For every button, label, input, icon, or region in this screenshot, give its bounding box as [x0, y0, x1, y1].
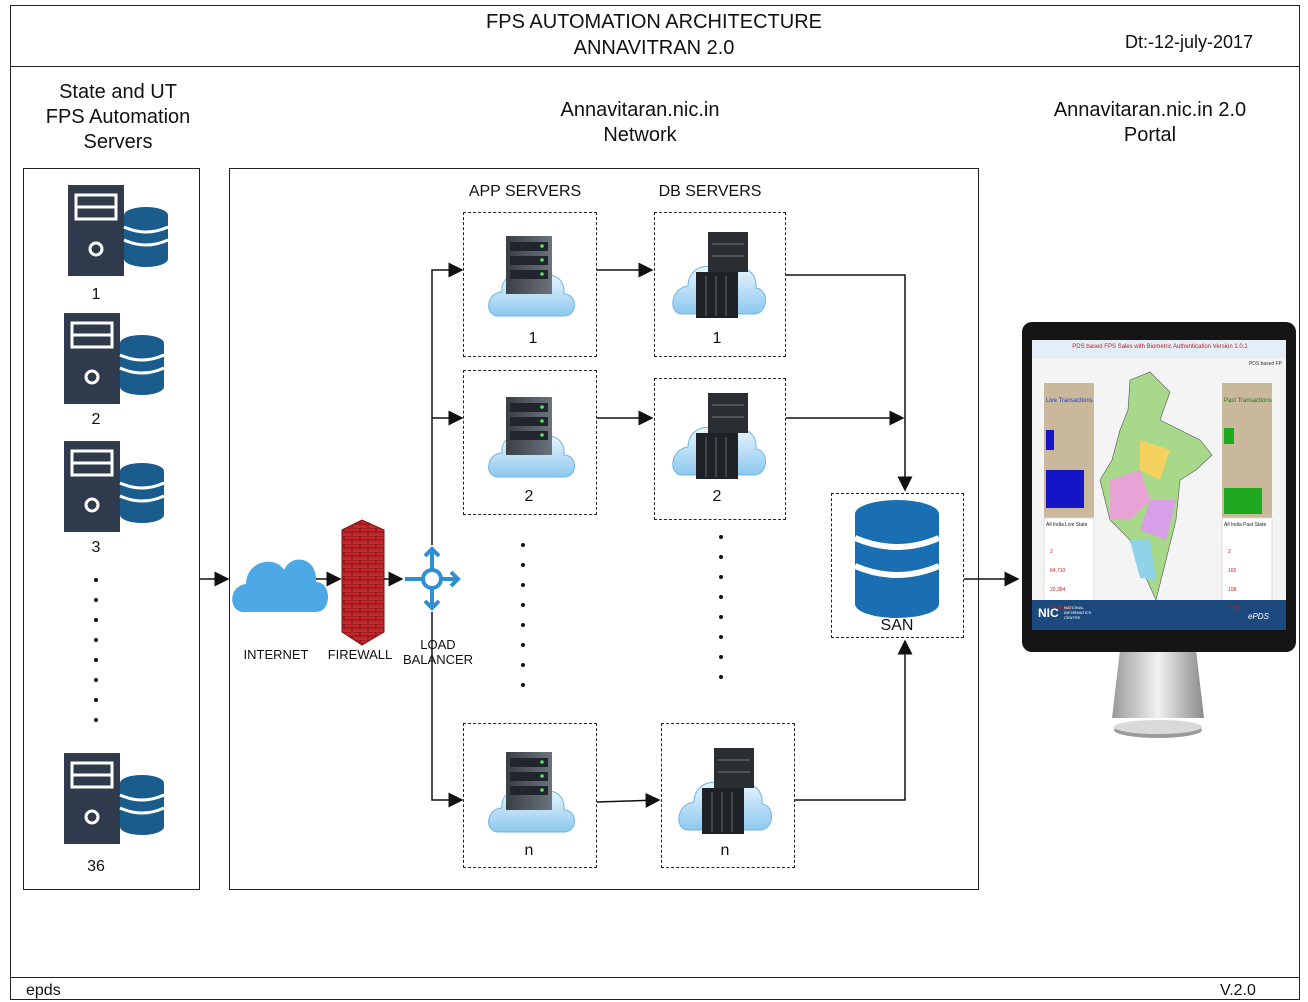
db-server-icon-n [678, 748, 772, 834]
firewall-label: FIREWALL [327, 647, 393, 662]
footer-left: epds [26, 982, 61, 999]
screen-live-title: Live Transactions [1046, 398, 1093, 404]
state-servers-box [23, 168, 200, 890]
state-server-label-1: 1 [91, 286, 101, 303]
app-servers-header: APP SERVERS [468, 183, 582, 200]
network-title: Annavitaran.nic.in Network [560, 99, 720, 146]
load-balancer-icon [405, 546, 461, 611]
screen-past-summary: All India Past State [1224, 522, 1267, 528]
firewall-icon [341, 519, 385, 646]
screen-past-stats: 2 165 108 7,772 [1228, 549, 1241, 612]
db-server-icon-2 [672, 393, 766, 479]
san-label: SAN [880, 617, 914, 634]
diagram-subtitle: ANNAVITRAN 2.0 [573, 37, 735, 59]
app-server-icon-n [488, 752, 575, 833]
screen-live-stats: 2 64,710 20,384 12,40,892 [1050, 549, 1073, 612]
state-server-label-36: 36 [87, 858, 105, 875]
state-servers-ellipsis [94, 578, 98, 722]
state-server-icon-36 [64, 753, 165, 844]
app-server-icon-2 [488, 397, 575, 478]
app-server-node-n-box [463, 723, 597, 868]
node-ellipsis [521, 535, 723, 687]
db-server-node-1-box [654, 212, 786, 357]
footer-divider [10, 977, 1300, 978]
cloud-icon [232, 559, 328, 612]
app-node-label-2: 2 [524, 488, 534, 505]
internet-label: INTERNET [243, 647, 309, 662]
app-server-node-2-box [463, 370, 597, 515]
header-divider [10, 66, 1300, 67]
diagram-title: FPS AUTOMATION ARCHITECTURE [486, 11, 822, 33]
state-server-label-2: 2 [91, 411, 101, 428]
db-node-label-n: n [720, 842, 730, 859]
state-server-label-3: 3 [91, 539, 101, 556]
lb-routing-lines [431, 262, 464, 808]
epds-logo: ePDS [1248, 612, 1269, 621]
screen-past-title: Past Transactions [1224, 398, 1272, 404]
app-node-label-1: 1 [528, 330, 538, 347]
diagram-date: Dt:-12-july-2017 [1125, 32, 1254, 52]
state-server-icon-3 [64, 441, 165, 532]
app-node-label-n: n [524, 842, 534, 859]
portal-title: Annavitaran.nic.in 2.0 Portal [1053, 99, 1247, 146]
db-server-icon-1 [672, 232, 766, 318]
san-box [831, 493, 964, 638]
nic-logo-text: NATIONAL INFORMATICS CENTRE [1064, 605, 1092, 620]
db-server-node-n-box [661, 723, 795, 868]
load-balancer-label: LOAD BALANCER [402, 637, 474, 667]
app-server-node-1-box [463, 212, 597, 357]
db-node-label-2: 2 [712, 488, 722, 505]
state-servers-title: State and UT FPS Automation Servers [45, 81, 191, 153]
state-server-icon-1 [68, 185, 169, 276]
db-to-san-arrows [786, 274, 913, 801]
diagram-frame [10, 5, 1300, 1000]
db-node-label-1: 1 [712, 330, 722, 347]
screen-subtitle: PDS based FP [1248, 361, 1282, 367]
footer-version: V.2.0 [1220, 982, 1256, 999]
monitor-icon [1022, 322, 1296, 738]
db-servers-header: DB SERVERS [658, 183, 762, 200]
screen-title: PDS based FPS Sales with Biometric Authe… [1072, 344, 1248, 350]
app-server-icon-1 [488, 236, 575, 317]
db-server-node-2-box [654, 378, 786, 520]
state-server-icon-2 [64, 313, 165, 404]
screen-live-summary: All India Live State [1046, 522, 1088, 528]
app-to-db-arrows [596, 262, 661, 808]
network-box [229, 168, 979, 890]
nic-logo: NIC [1038, 606, 1059, 620]
san-database-icon [853, 500, 941, 618]
